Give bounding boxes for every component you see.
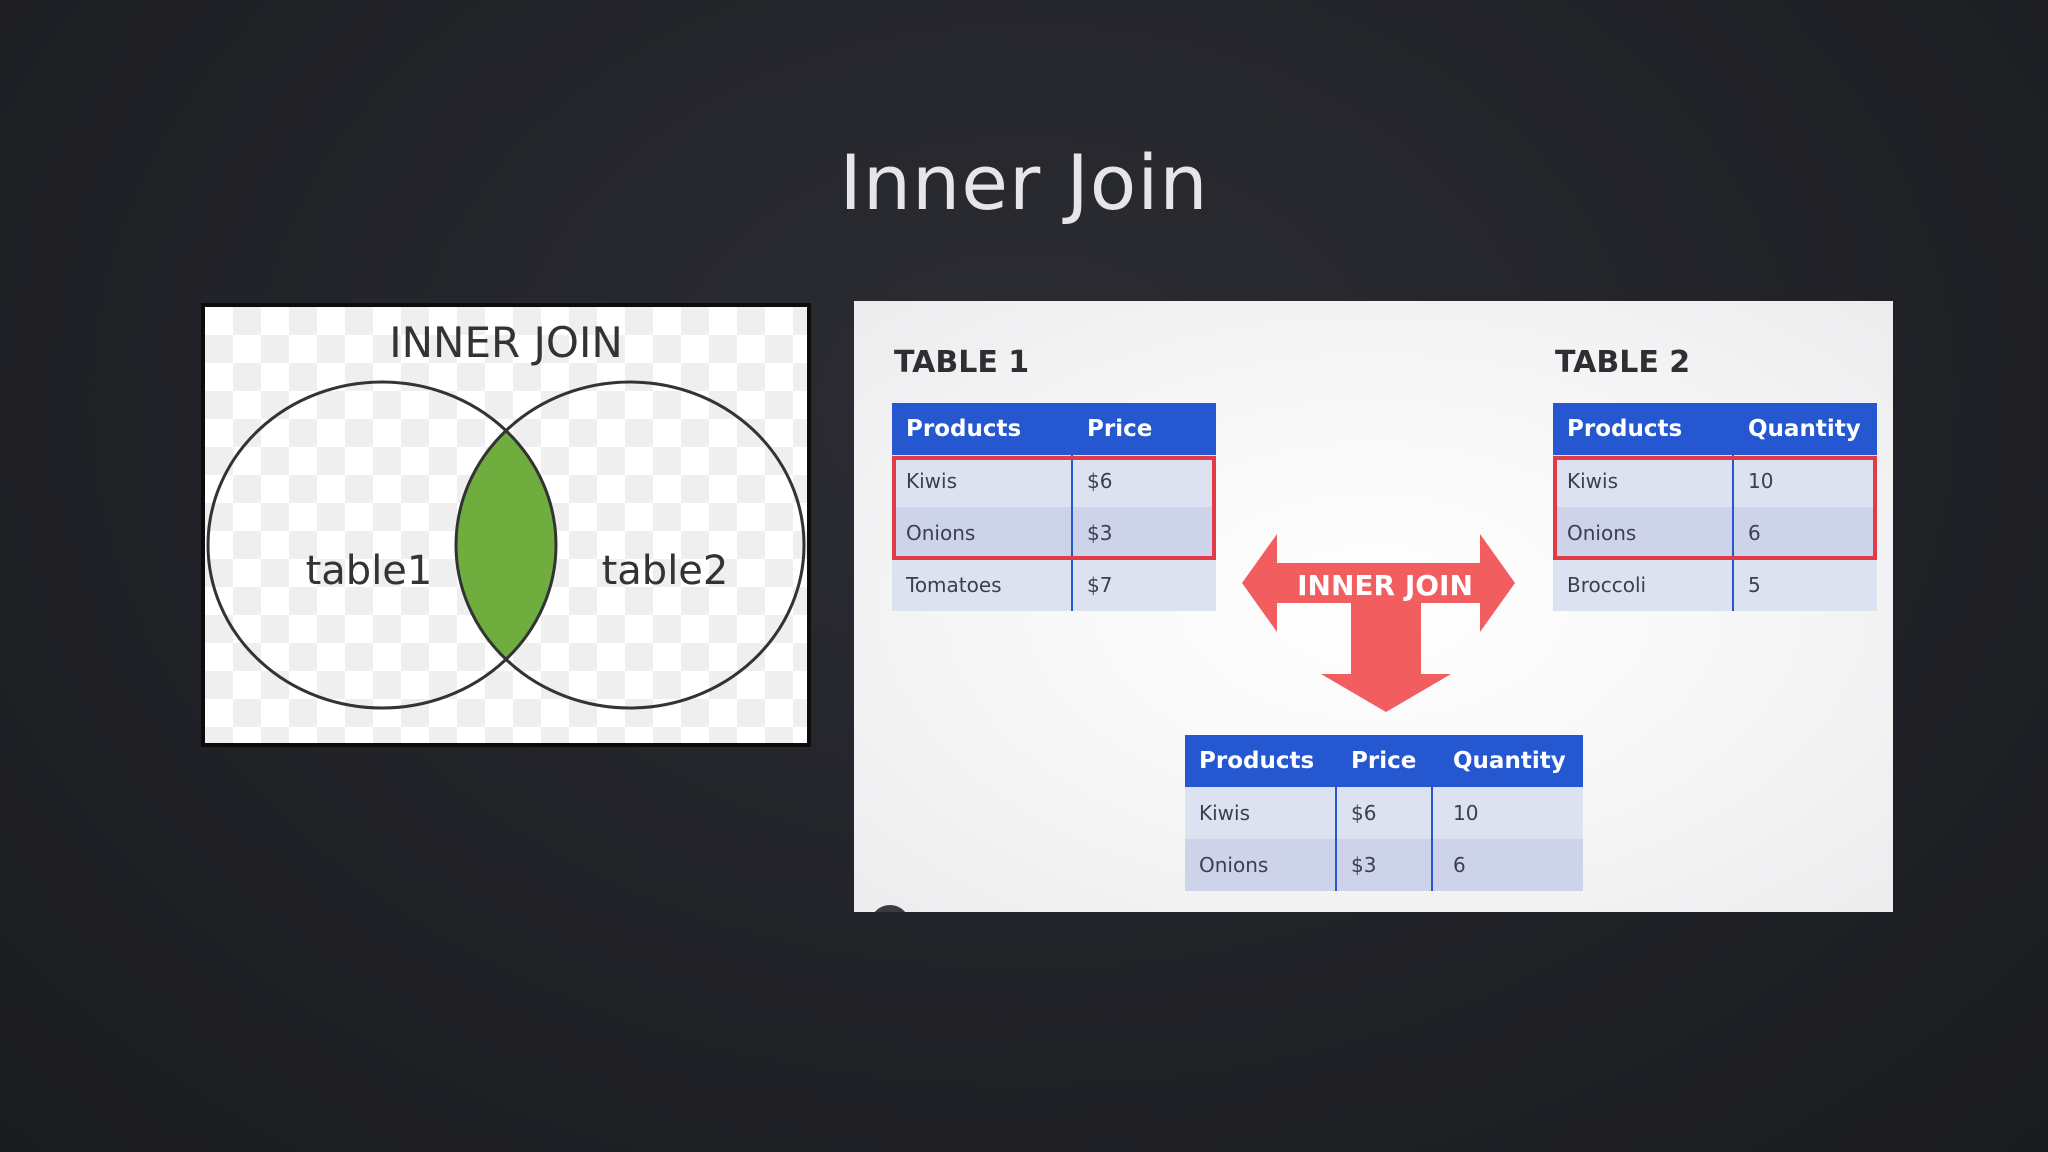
table-cell: Kiwis [892, 455, 1072, 507]
venn-label-left: table1 [306, 548, 433, 594]
table-cell: 10 [1431, 787, 1583, 839]
slide-title: Inner Join [839, 138, 1209, 227]
table-cell: Broccoli [1553, 559, 1733, 611]
table-cell: 5 [1732, 559, 1877, 611]
result-header-quantity: Quantity [1431, 735, 1583, 787]
table-cell: Onions [1553, 507, 1733, 559]
table-row: Onions $3 [892, 507, 1216, 559]
venn-label-right: table2 [602, 548, 729, 594]
table-cell: 6 [1732, 507, 1877, 559]
table-row: Kiwis $6 10 [1185, 787, 1583, 839]
table-row: Kiwis $6 [892, 455, 1216, 507]
result-header-row: Products Price Quantity [1185, 735, 1583, 787]
table1-caption: TABLE 1 [894, 345, 1030, 380]
table-row: Tomatoes $7 [892, 559, 1216, 611]
table-cell: Onions [892, 507, 1072, 559]
table-cell: Kiwis [1185, 787, 1336, 839]
table2-header-products: Products [1553, 403, 1733, 455]
table-cell: $7 [1071, 559, 1216, 611]
table-cell: $6 [1335, 787, 1432, 839]
table-cell: $3 [1071, 507, 1216, 559]
table1-header-products: Products [892, 403, 1072, 455]
table-row: Kiwis 10 [1553, 455, 1877, 507]
video-control-icon [870, 905, 910, 912]
join-arrow: INNER JOIN [1242, 534, 1515, 712]
table-cell: $3 [1335, 839, 1432, 891]
table2: Products Quantity Kiwis 10 Onions 6 Broc… [1553, 403, 1877, 611]
result-table: Products Price Quantity Kiwis $6 10 Onio… [1185, 735, 1583, 891]
table-row: Broccoli 5 [1553, 559, 1877, 611]
join-arrow-label: INNER JOIN [1297, 569, 1473, 602]
join-arrow-shape [1242, 534, 1515, 712]
venn-circle-left [206, 380, 558, 710]
table1-header-row: Products Price [892, 403, 1216, 455]
table1: Products Price Kiwis $6 Onions $3 Tomato… [892, 403, 1216, 611]
table2-header-quantity: Quantity [1732, 403, 1877, 455]
table-cell: 6 [1431, 839, 1583, 891]
table-cell: Kiwis [1553, 455, 1733, 507]
table2-header-row: Products Quantity [1553, 403, 1877, 455]
table-cell: Onions [1185, 839, 1336, 891]
table-cell: $6 [1071, 455, 1216, 507]
venn-diagram: INNER JOIN table1 table2 [201, 303, 811, 747]
venn-svg: INNER JOIN table1 table2 [206, 318, 806, 710]
table-row: Onions 6 [1553, 507, 1877, 559]
table-cell: 10 [1732, 455, 1877, 507]
result-header-price: Price [1335, 735, 1432, 787]
table-row: Onions $3 6 [1185, 839, 1583, 891]
table1-header-price: Price [1071, 403, 1216, 455]
join-example-panel: TABLE 1 Products Price Kiwis $6 Onions $… [854, 301, 1893, 912]
venn-circle-right [454, 380, 806, 710]
result-header-products: Products [1185, 735, 1336, 787]
table2-caption: TABLE 2 [1555, 345, 1691, 380]
venn-title: INNER JOIN [389, 318, 623, 367]
table-cell: Tomatoes [892, 559, 1072, 611]
